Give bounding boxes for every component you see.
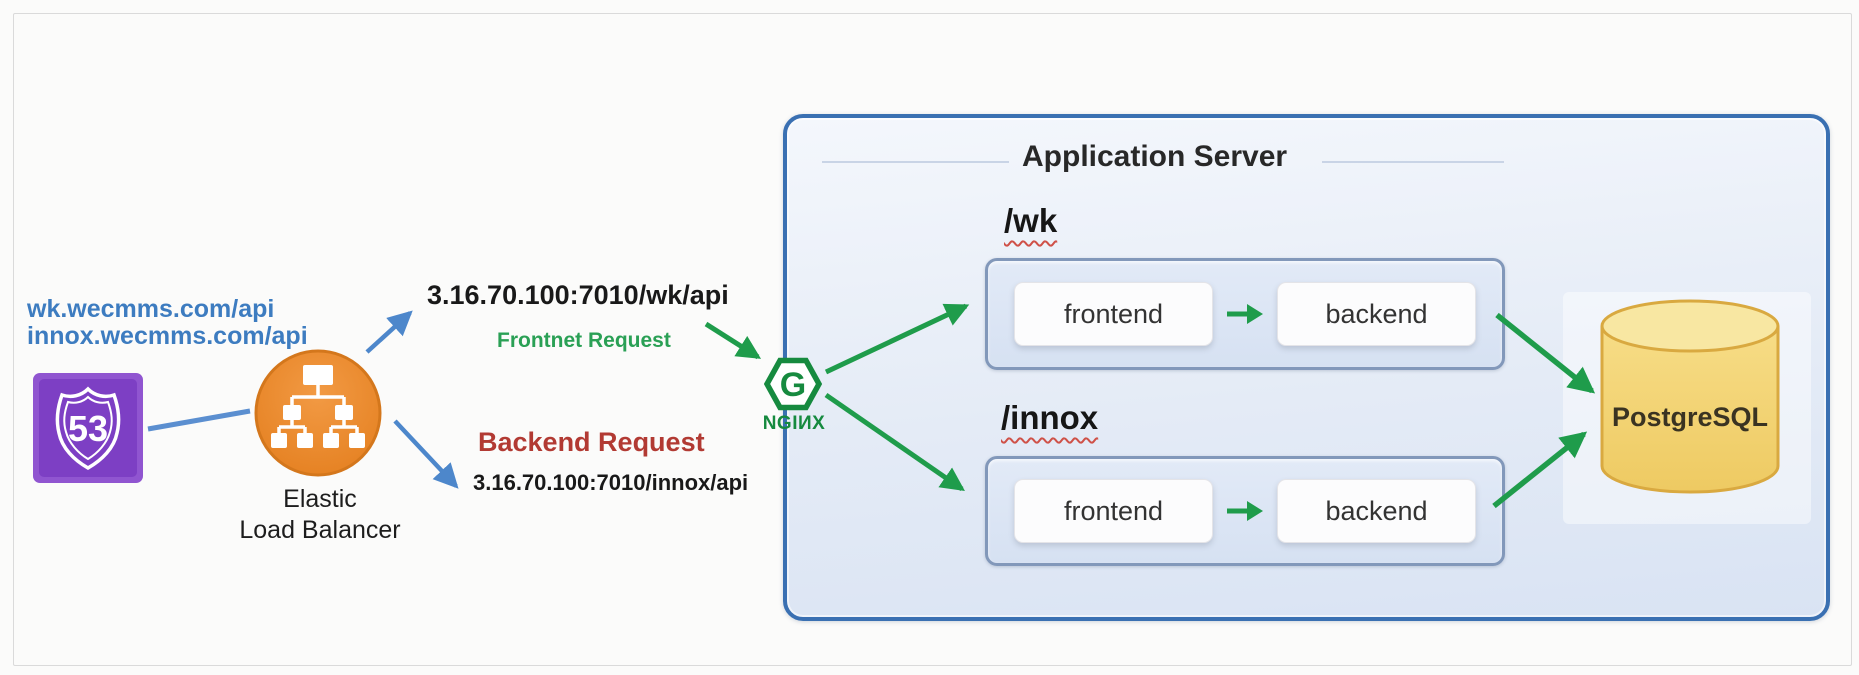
dns-url-list: wk.wecmms.com/api innox.wecmms.com/api <box>27 296 308 350</box>
postgresql-label: PostgreSQL <box>1612 402 1768 432</box>
application-server-title: Application Server <box>1022 140 1288 173</box>
nginx-icon: G <box>764 357 822 411</box>
dns-url-innox: innox.wecmms.com/api <box>27 322 308 350</box>
wk-backend-node: backend <box>1277 282 1476 346</box>
nginx-wordmark: NGIИX <box>762 413 826 434</box>
service-path-wk: /wk <box>1004 202 1058 239</box>
service-group-wk: frontend backend <box>985 258 1505 370</box>
elb-label-line2: Load Balancer <box>239 516 401 544</box>
innox-backend-node: backend <box>1277 479 1476 543</box>
wk-frontend-node: frontend <box>1014 282 1213 346</box>
elb-to-backend-arrow <box>393 419 459 489</box>
frontend-request-label: Frontnet Request <box>497 329 671 352</box>
route53-badge-number: 53 <box>68 408 108 449</box>
elb-label-line1: Elastic <box>283 485 357 513</box>
title-divider-right <box>1322 161 1504 163</box>
backend-request-label: Backend Request <box>478 427 705 457</box>
nginx-monogram: G <box>780 366 806 404</box>
elb-label: Elastic Load Balancer <box>220 484 420 546</box>
innox-frontend-node: frontend <box>1014 479 1213 543</box>
frontend-to-backend-arrow-icon <box>1227 501 1263 521</box>
frontend-request-url: 3.16.70.100:7010/wk/api <box>427 280 729 310</box>
frontend-to-backend-arrow-icon <box>1227 304 1263 324</box>
route53-to-elb-line <box>147 408 251 432</box>
service-group-innox: frontend backend <box>985 456 1505 566</box>
request-to-nginx-arrow <box>704 321 762 360</box>
route53-icon: 53 <box>33 373 143 483</box>
elastic-load-balancer-icon <box>254 349 382 477</box>
service-path-innox: /innox <box>1001 399 1099 436</box>
title-divider-left <box>822 161 1009 163</box>
postgresql-icon: PostgreSQL <box>1600 299 1780 494</box>
dns-url-wk: wk.wecmms.com/api <box>27 295 275 323</box>
backend-request-url: 3.16.70.100:7010/innox/api <box>473 470 749 495</box>
